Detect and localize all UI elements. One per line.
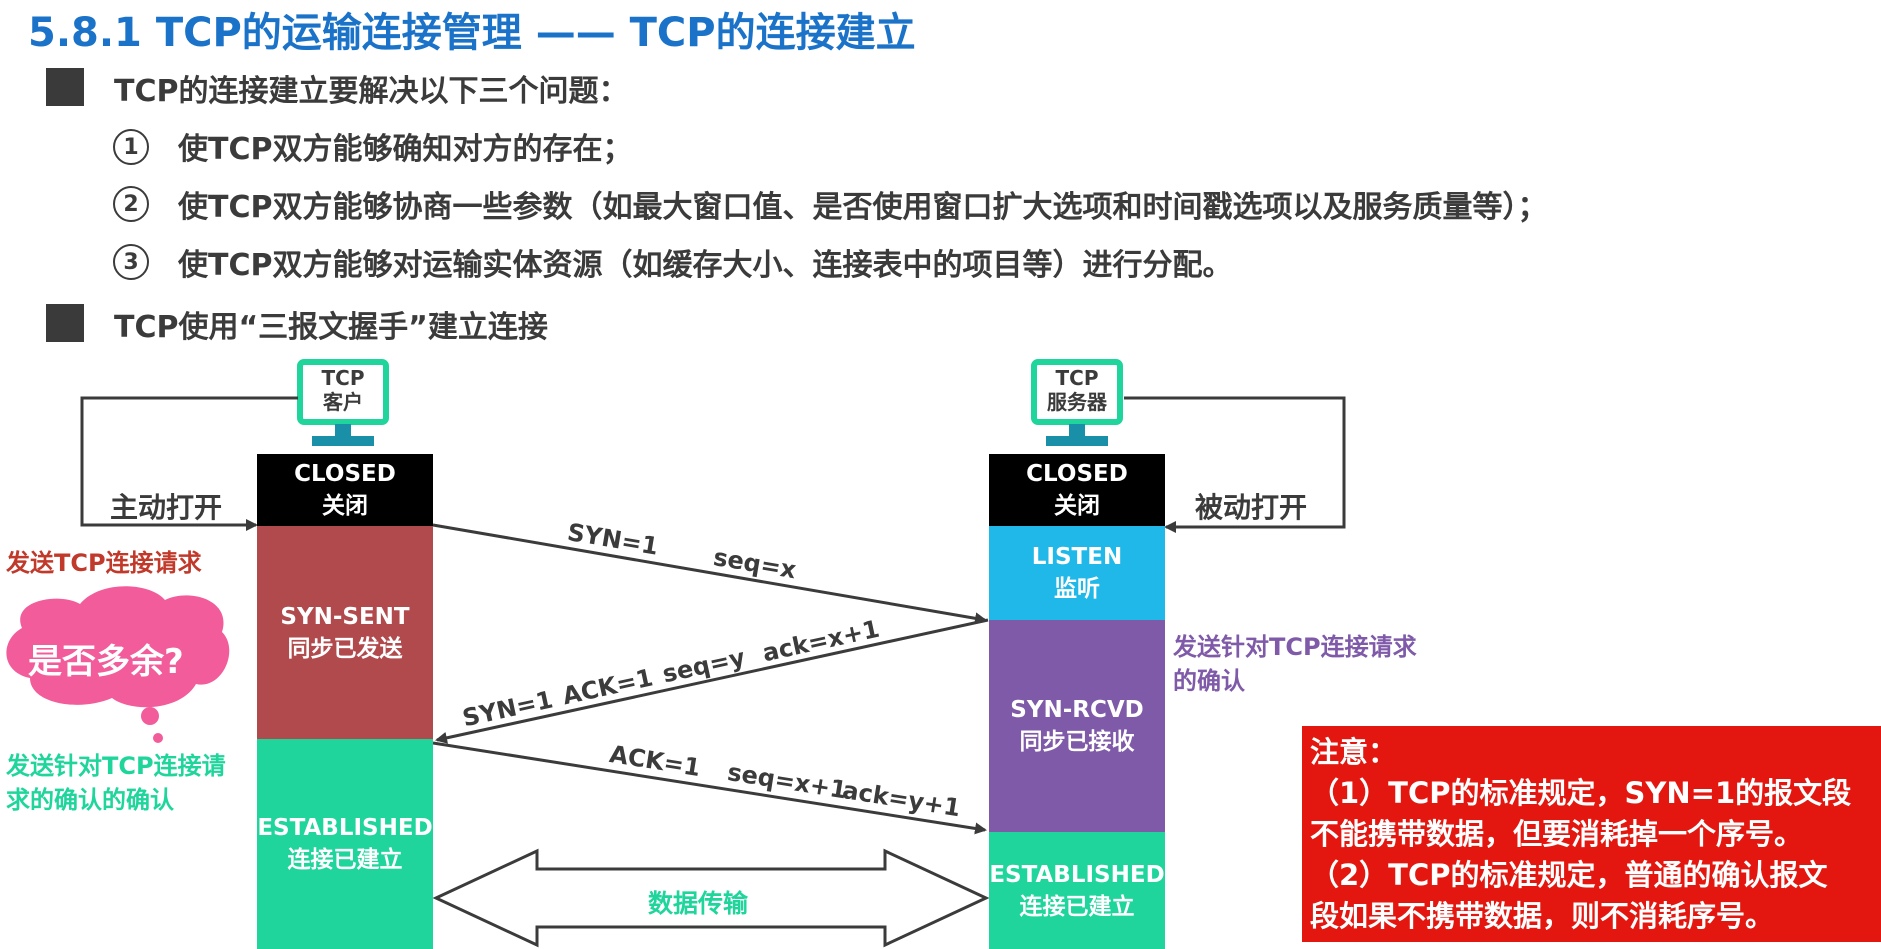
passive-open-label: 被动打开 (1195, 491, 1308, 524)
bullet-square-icon (46, 304, 84, 342)
syn-ack-arrow (435, 618, 989, 744)
sub-item-1: 使TCP双方能够确知对方的存在； (178, 132, 633, 167)
page-title: 5.8.1 TCP的运输连接管理 —— TCP的连接建立 (28, 10, 916, 56)
number-circle-icon: 3 (113, 244, 149, 280)
sub-item-3: 使TCP双方能够对运输实体资源（如缓存大小、连接表中的项目等）进行分配。 (178, 248, 1233, 283)
bubble-shape (6, 586, 230, 708)
ack-confirm-note-2: 求的确认的确认 (6, 786, 174, 814)
ack-confirm-note-1: 发送针对TCP连接请 (6, 752, 226, 780)
bullet-text-2: TCP使用“三报文握手”建立连接 (114, 310, 548, 345)
bullet-text-1: TCP的连接建立要解决以下三个问题： (114, 74, 629, 109)
active-open-label: 主动打开 (110, 491, 223, 524)
number-circle-icon: 2 (113, 186, 149, 222)
bubble-text: 是否多余? (28, 642, 184, 682)
ack-arrow (432, 741, 987, 835)
note-line: （1）TCP的标准规定，SYN=1的报文段 (1310, 776, 1852, 810)
number-circle-icon: 1 (113, 129, 149, 165)
note-line: 段如果不携带数据，则不消耗序号。 (1310, 899, 1775, 933)
note-line: （2）TCP的标准规定，普通的确认报文 (1310, 858, 1828, 892)
send-request-note: 发送TCP连接请求 (6, 549, 202, 577)
client-monitor-icon (297, 359, 389, 446)
bubble-dot (153, 733, 163, 743)
note-line: 不能携带数据，但要消耗掉一个序号。 (1310, 817, 1804, 851)
server-open-arrow (1124, 396, 1346, 533)
bubble-dot (141, 707, 159, 725)
client-open-arrow (80, 396, 298, 531)
server-ack-note-2: 的确认 (1173, 667, 1245, 695)
server-monitor-icon (1031, 359, 1123, 446)
data-transfer-label: 数据传输 (648, 889, 749, 918)
bullet-square-icon (46, 68, 84, 106)
note-heading: 注意： (1310, 735, 1398, 769)
server-ack-note-1: 发送针对TCP连接请求 (1173, 633, 1417, 661)
sub-item-2: 使TCP双方能够协商一些参数（如最大窗口值、是否使用窗口扩大选项和时间戳选项以及… (178, 190, 1548, 225)
data-transfer-arrow (432, 848, 990, 948)
note-box: 注意： （1）TCP的标准规定，SYN=1的报文段 不能携带数据，但要消耗掉一个… (1302, 726, 1881, 942)
syn-arrow (432, 523, 987, 625)
